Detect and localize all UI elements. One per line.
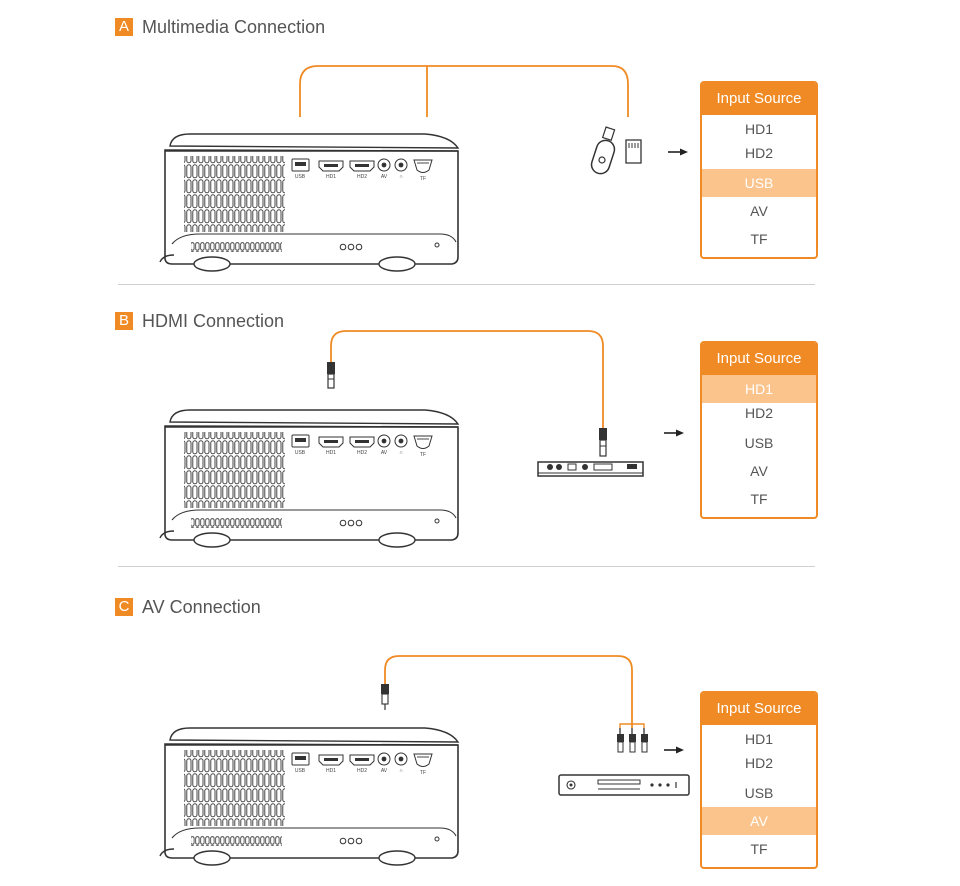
- usb-drive-icon: [590, 126, 616, 175]
- source-item-av[interactable]: AV: [750, 203, 768, 219]
- arrow-c-icon: [663, 745, 685, 755]
- source-item-hd2[interactable]: HD2: [744, 405, 773, 421]
- source-item-hd2[interactable]: HD2: [744, 755, 773, 771]
- source-item-usb[interactable]: USB: [744, 435, 774, 451]
- svg-text:AV: AV: [381, 450, 388, 456]
- projector-b: USB HD1 HD2 AV ∩ TF: [159, 409, 459, 548]
- dvd-player-icon: [558, 774, 690, 796]
- source-item-av[interactable]: AV: [750, 463, 768, 479]
- arrow-a-icon: [667, 147, 689, 157]
- av-cable: [384, 655, 633, 728]
- section-divider-1: [118, 284, 815, 285]
- media-box-icon: [537, 461, 644, 477]
- section-divider-2: [118, 566, 815, 567]
- rca-plugs-icon: [617, 723, 648, 753]
- section-c-title: AV Connection: [142, 596, 261, 617]
- svg-text:AV: AV: [381, 174, 388, 180]
- tf-card-icon: [625, 139, 642, 164]
- source-item-hd2[interactable]: HD2: [744, 145, 773, 161]
- svg-text:∩: ∩: [399, 174, 403, 180]
- input-source-header: Input Source: [702, 343, 816, 375]
- source-item-hd1[interactable]: HD1: [744, 121, 773, 137]
- projector-c: USB HD1 HD2 AV ∩ TF: [159, 727, 459, 866]
- source-item-usb[interactable]: USB: [744, 785, 774, 801]
- av-plug-icon: [381, 684, 389, 710]
- source-item-usb[interactable]: USB: [702, 169, 816, 197]
- svg-text:HD2: HD2: [357, 768, 367, 774]
- input-source-panel-a: Input Source HD1 HD2 USB AV TF: [700, 81, 818, 259]
- section-a-header: A Multimedia Connection: [115, 16, 325, 38]
- source-item-av[interactable]: AV: [702, 807, 816, 835]
- source-item-tf[interactable]: TF: [750, 491, 768, 507]
- svg-text:USB: USB: [295, 174, 306, 180]
- hdmi-plug-icon: [327, 362, 335, 389]
- input-source-header: Input Source: [702, 83, 816, 115]
- source-item-tf[interactable]: TF: [750, 231, 768, 247]
- svg-text:TF: TF: [420, 770, 426, 776]
- hdmi-plug-box-icon: [599, 428, 607, 457]
- svg-text:HD2: HD2: [357, 450, 367, 456]
- section-c-badge: C: [115, 598, 133, 616]
- svg-text:AV: AV: [381, 768, 388, 774]
- input-source-panel-b: Input Source HD1 HD2 USB AV TF: [700, 341, 818, 519]
- input-source-header: Input Source: [702, 693, 816, 725]
- source-item-hd1[interactable]: HD1: [744, 731, 773, 747]
- svg-text:TF: TF: [420, 452, 426, 458]
- svg-text:HD1: HD1: [326, 768, 336, 774]
- hdmi-cable: [330, 330, 604, 428]
- section-b-title: HDMI Connection: [142, 310, 285, 331]
- svg-text:HD2: HD2: [357, 174, 367, 180]
- svg-text:TF: TF: [420, 176, 426, 182]
- section-a-badge: A: [115, 18, 133, 36]
- section-c-header: C AV Connection: [115, 596, 261, 618]
- svg-text:∩: ∩: [399, 768, 403, 774]
- section-b-header: B HDMI Connection: [115, 310, 284, 332]
- section-a-title: Multimedia Connection: [142, 16, 326, 37]
- svg-text:USB: USB: [295, 450, 306, 456]
- svg-text:∩: ∩: [399, 450, 403, 456]
- svg-text:HD1: HD1: [326, 450, 336, 456]
- arrow-b-icon: [663, 428, 685, 438]
- source-item-tf[interactable]: TF: [750, 841, 768, 857]
- svg-text:USB: USB: [295, 768, 306, 774]
- input-source-panel-c: Input Source HD1 HD2 USB AV TF: [700, 691, 818, 869]
- svg-text:HD1: HD1: [326, 174, 336, 180]
- projector-a: USB HD1 HD2 AV ∩ TF: [159, 133, 459, 272]
- source-item-hd1[interactable]: HD1: [702, 375, 816, 403]
- section-b-badge: B: [115, 312, 133, 330]
- multimedia-cable: [299, 65, 629, 117]
